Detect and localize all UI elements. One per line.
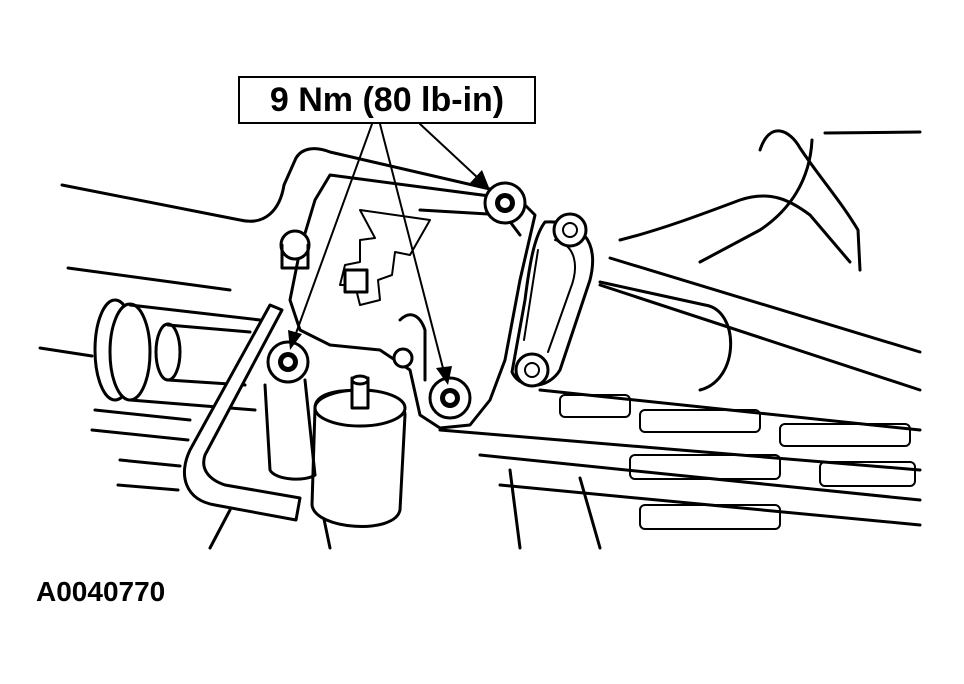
mounting-strap bbox=[182, 303, 302, 522]
valve-housing bbox=[279, 173, 537, 430]
bolt-center-icon bbox=[428, 376, 472, 420]
clamp-ring bbox=[510, 212, 595, 388]
housing-outline bbox=[38, 129, 922, 392]
lower-rails bbox=[90, 388, 922, 550]
torque-spec-label: 9 Nm (80 lb-in) bbox=[269, 81, 505, 119]
rack-end bbox=[93, 298, 262, 412]
figure-id-label: A0040770 bbox=[36, 576, 166, 607]
bolt-top-right-icon bbox=[483, 181, 527, 225]
rack-tube bbox=[598, 280, 733, 392]
callout-leaders bbox=[288, 123, 490, 385]
torque-spec-callout: 9 Nm (80 lb-in) bbox=[238, 76, 536, 124]
bolt-left-icon bbox=[266, 340, 310, 384]
solenoid bbox=[263, 374, 407, 528]
